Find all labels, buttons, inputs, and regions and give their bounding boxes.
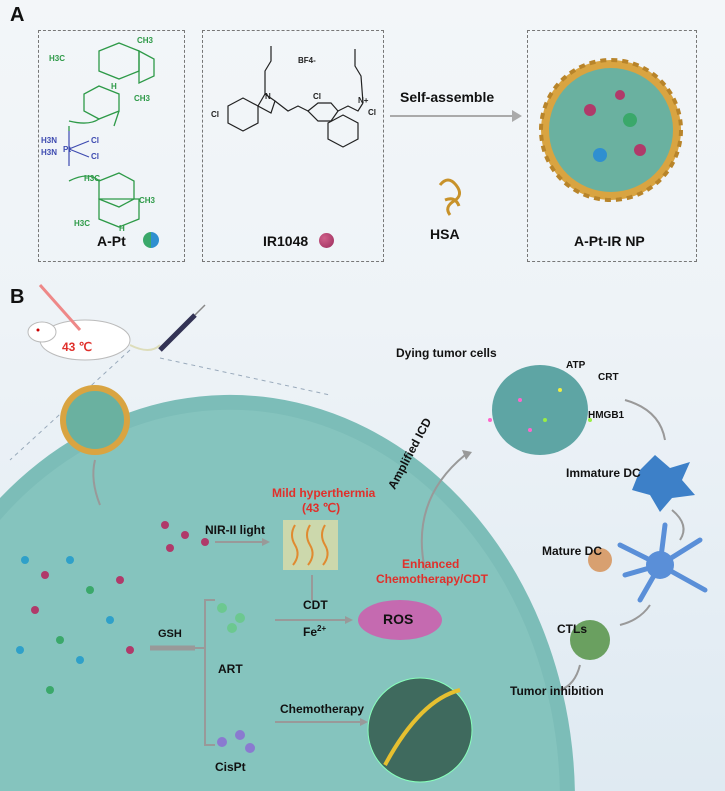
ctls-label: CTLs [557, 622, 587, 636]
ir1048-structure: BF4- Cl Cl Cl N N+ [211, 46, 376, 148]
dying-tumor-cell-icon [488, 365, 592, 455]
fe-charge: 2+ [317, 624, 327, 633]
panel-label-a: A [10, 4, 25, 26]
formula-label: H3N [41, 136, 57, 145]
dying-tumor-cells-label: Dying tumor cells [396, 346, 497, 360]
amplified-icd-label: Amplified ICD [385, 415, 435, 492]
mouse-icon [27, 319, 161, 361]
dna-icon [383, 688, 461, 766]
a-pt-structure-box: CH3 H3C H CH3 H3N H3N Pt Cl Cl H3C CH3 H… [38, 30, 185, 262]
formula-label: N [265, 92, 271, 101]
hmgb1-label: HMGB1 [588, 410, 625, 421]
cispt-label: CisPt [215, 760, 246, 774]
nanoparticle-box: A-Pt-IR NP [527, 30, 697, 262]
formula-label: Cl [211, 110, 219, 119]
formula-label: H [119, 224, 125, 231]
mature-dc-label: Mature DC [542, 544, 603, 558]
formula-label: H3N [41, 148, 57, 157]
crt-label: CRT [598, 372, 619, 383]
ir1048-structure-box: BF4- Cl Cl Cl N N+ IR1048 [202, 30, 384, 262]
art-label: ART [218, 662, 243, 676]
heat-waves-icon [283, 520, 338, 570]
formula-label: H [111, 82, 117, 91]
ros-label: ROS [383, 611, 414, 627]
laser-icon [38, 284, 82, 331]
ir1048-label: IR1048 [263, 233, 309, 249]
formula-label: N+ [358, 96, 369, 105]
tumor-cell [0, 394, 575, 791]
bf4-counterion-label: BF4- [298, 56, 316, 65]
a-pt-structure: CH3 H3C H CH3 H3N H3N Pt Cl Cl H3C CH3 H… [41, 36, 156, 231]
syringe-icon [158, 304, 206, 352]
immature-dc-icon [632, 455, 695, 512]
chemotherapy-label: Chemotherapy [280, 702, 365, 716]
tumor-inhibition-label: Tumor inhibition [510, 684, 604, 698]
mild-temperature-label: (43 ℃) [302, 501, 341, 515]
formula-label: H3C [84, 174, 100, 183]
formula-label: Cl [368, 108, 376, 117]
atp-label: ATP [566, 360, 586, 371]
enhanced-label: Enhanced [402, 557, 460, 571]
art-dots [217, 603, 245, 633]
ir1048-dots [161, 521, 209, 552]
immature-dc-label: Immature DC [566, 466, 641, 480]
formula-label: Cl [91, 136, 99, 145]
formula-label: Cl [91, 152, 99, 161]
gsh-label: GSH [158, 628, 182, 640]
formula-label: H3C [49, 54, 65, 63]
formula-label: Pt [63, 145, 71, 154]
self-assemble-label: Self-assemble [400, 89, 495, 105]
chemotherapy-cdt-label: Chemotherapy/CDT [376, 572, 489, 586]
fe-label: Fe2+ [303, 624, 326, 639]
mature-dc-icon [617, 522, 708, 603]
mild-hyperthermia-label: Mild hyperthermia [272, 486, 376, 500]
nucleus-icon [367, 677, 473, 783]
a-pt-ir-np-label: A-Pt-IR NP [574, 233, 645, 249]
dissociated-particles [16, 556, 134, 694]
formula-label: H3C [74, 219, 90, 228]
ir1048-sphere-icon [319, 233, 334, 248]
formula-label: CH3 [134, 94, 151, 103]
cispt-dots [217, 730, 255, 753]
cdt-label: CDT [303, 598, 328, 612]
fe-text: Fe [303, 625, 318, 639]
panel-label-b: B [10, 286, 25, 308]
nir-light-label: NIR-II light [205, 523, 265, 537]
hsa-protein-icon [438, 178, 461, 216]
formula-label: CH3 [137, 36, 154, 45]
a-pt-label: A-Pt [97, 233, 126, 249]
temperature-label: 43 ℃ [62, 340, 93, 354]
a-pt-sphere-icon [143, 232, 159, 248]
formula-label: CH3 [139, 196, 156, 205]
formula-label: Cl [313, 92, 321, 101]
hsa-label: HSA [430, 226, 460, 242]
